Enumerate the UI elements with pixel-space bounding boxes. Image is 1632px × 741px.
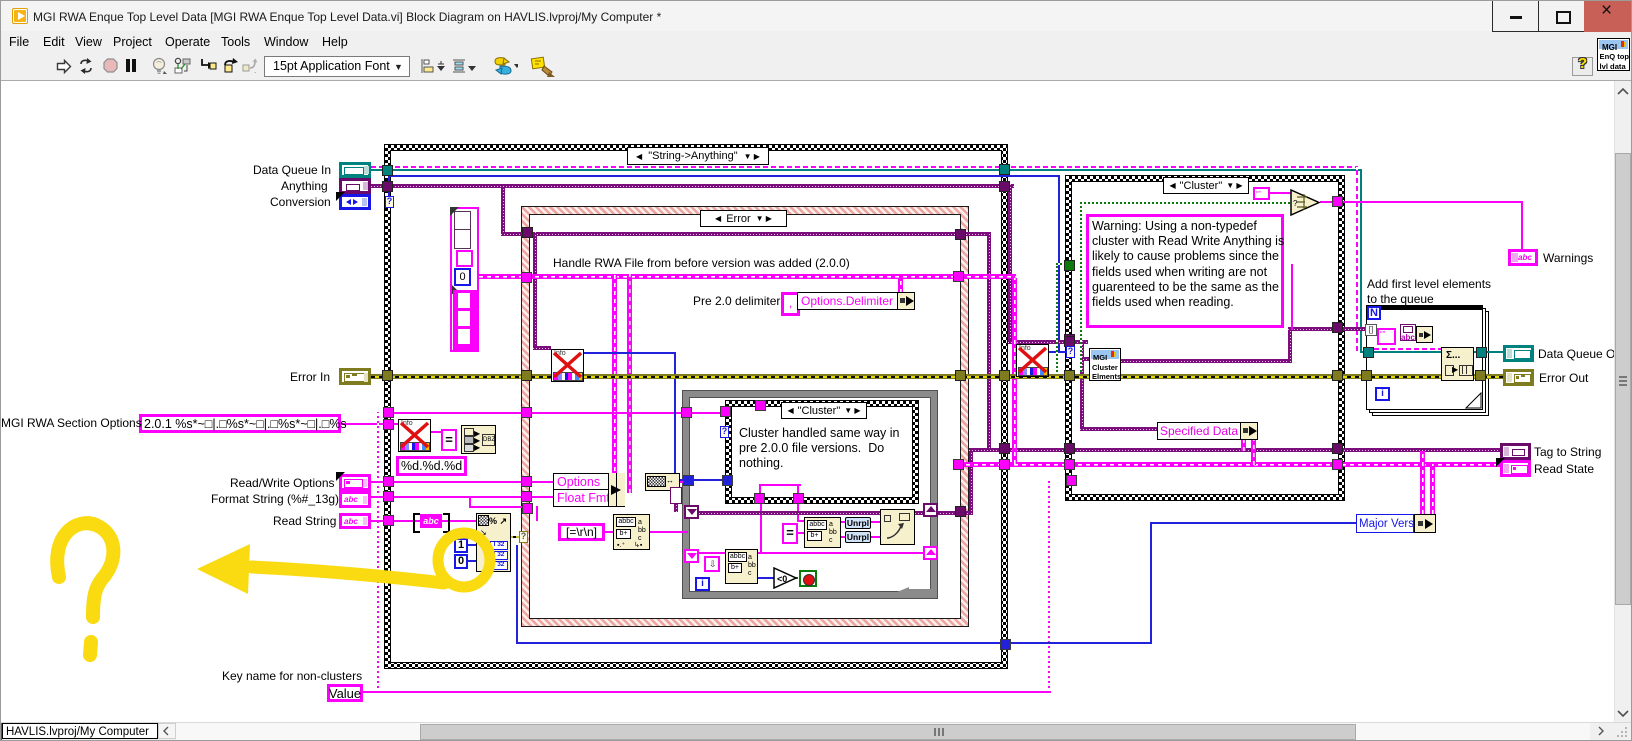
svg-text:?: ?: [1293, 199, 1298, 208]
svg-text:<0: <0: [777, 574, 787, 584]
